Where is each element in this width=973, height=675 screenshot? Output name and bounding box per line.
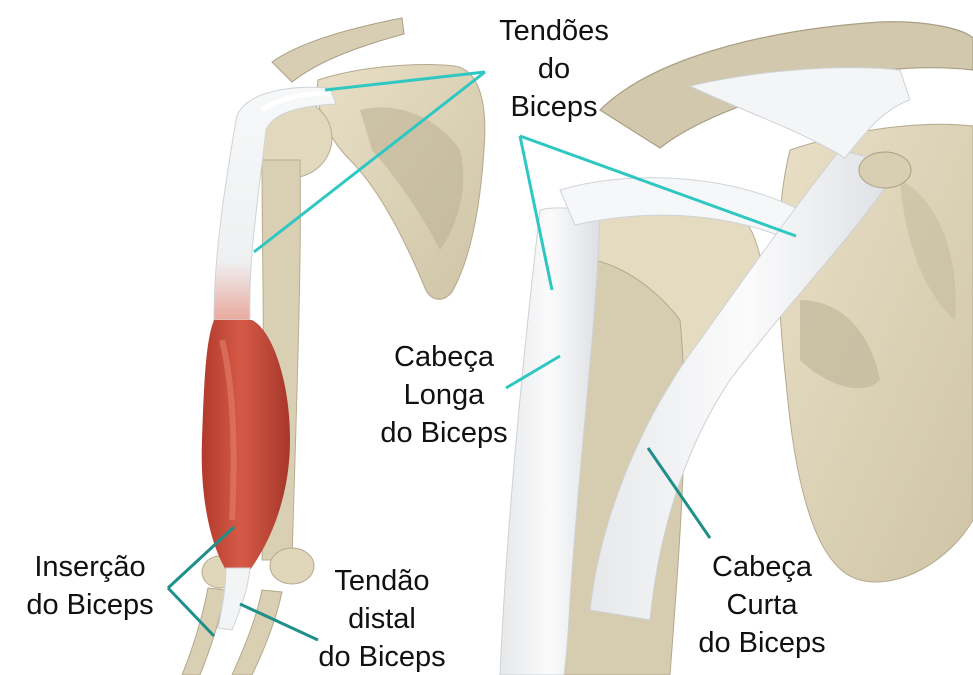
label-insercao-do-biceps: Inserção do Biceps — [6, 548, 174, 624]
label-cabeca-curta-line1: Cabeça — [676, 548, 848, 586]
label-tendao-distal-line1: Tendão — [294, 562, 470, 600]
label-cabeca-curta-do-biceps: Cabeça Curta do Biceps — [676, 548, 848, 662]
label-cabeca-longa-do-biceps: Cabeça Longa do Biceps — [358, 338, 530, 452]
right-coracoid — [859, 152, 911, 188]
label-cabeca-longa-line3: do Biceps — [358, 414, 530, 452]
left-radius — [182, 588, 226, 675]
label-tendoes-line3: Biceps — [478, 88, 630, 126]
label-insercao-line1: Inserção — [6, 548, 174, 586]
label-tendoes-line2: do — [478, 50, 630, 88]
label-tendao-distal-line2: distal — [294, 600, 470, 638]
label-insercao-line2: do Biceps — [6, 586, 174, 624]
label-cabeca-curta-line2: Curta — [676, 586, 848, 624]
label-cabeca-longa-line1: Cabeça — [358, 338, 530, 376]
label-cabeca-longa-line2: Longa — [358, 376, 530, 414]
label-tendoes-line1: Tendões — [478, 12, 630, 50]
label-tendao-distal-line3: do Biceps — [294, 638, 470, 675]
label-cabeca-curta-line3: do Biceps — [676, 624, 848, 662]
label-tendao-distal-do-biceps: Tendão distal do Biceps — [294, 562, 470, 675]
label-tendoes-do-biceps: Tendões do Biceps — [478, 12, 630, 126]
